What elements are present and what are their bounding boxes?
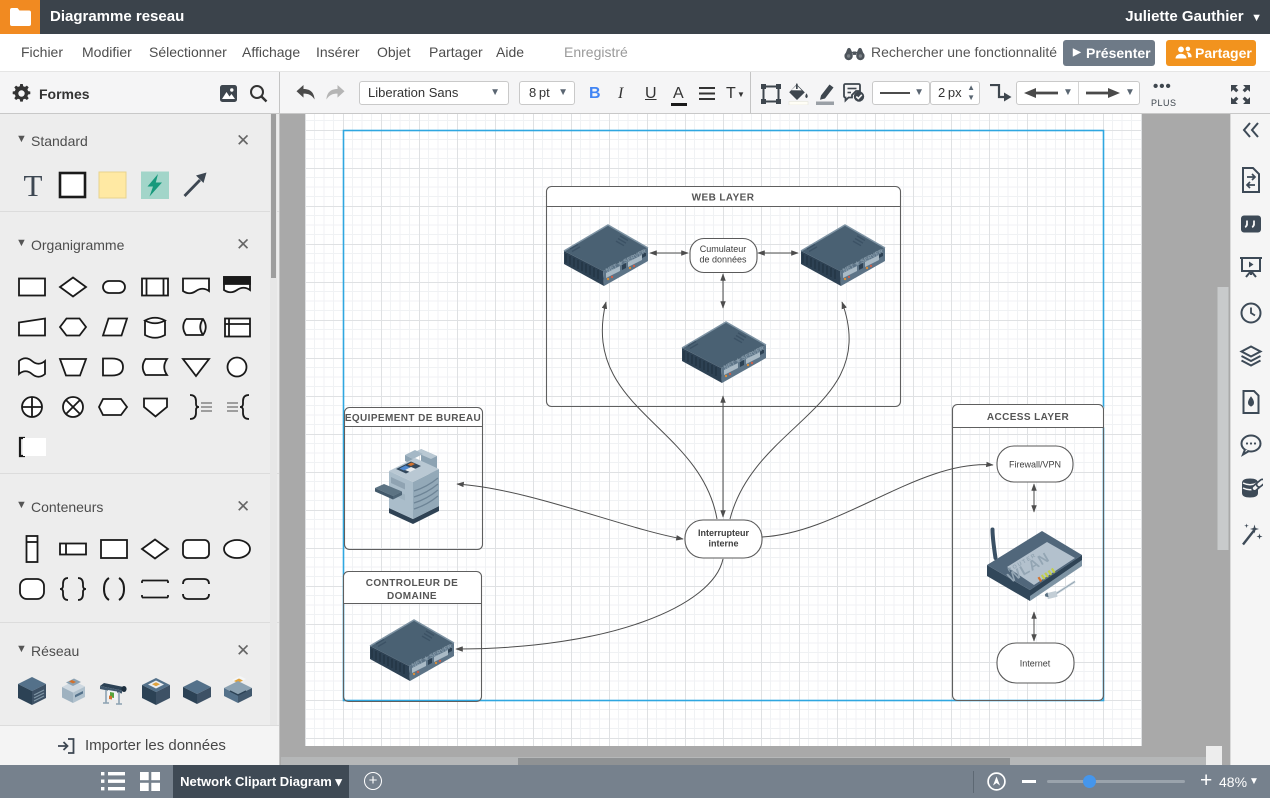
svg-text:Internet: Internet	[1020, 659, 1051, 669]
svg-text:EQUIPEMENT DE BUREAU: EQUIPEMENT DE BUREAU	[345, 413, 481, 424]
svg-text:T: T	[24, 168, 43, 203]
svg-text:ACCESS LAYER: ACCESS LAYER	[987, 412, 1070, 423]
svg-text:DOMAINE: DOMAINE	[387, 591, 437, 602]
svg-text:Interrupteur: Interrupteur	[698, 528, 750, 538]
svg-text:Firewall/VPN: Firewall/VPN	[1009, 460, 1061, 470]
svg-text:CONTROLEUR DE: CONTROLEUR DE	[366, 578, 458, 589]
svg-text:interne: interne	[708, 539, 738, 549]
svg-text:Cumulateur: Cumulateur	[700, 244, 747, 254]
svg-text:WEB LAYER: WEB LAYER	[692, 193, 755, 204]
svg-text:de données: de données	[699, 255, 747, 265]
